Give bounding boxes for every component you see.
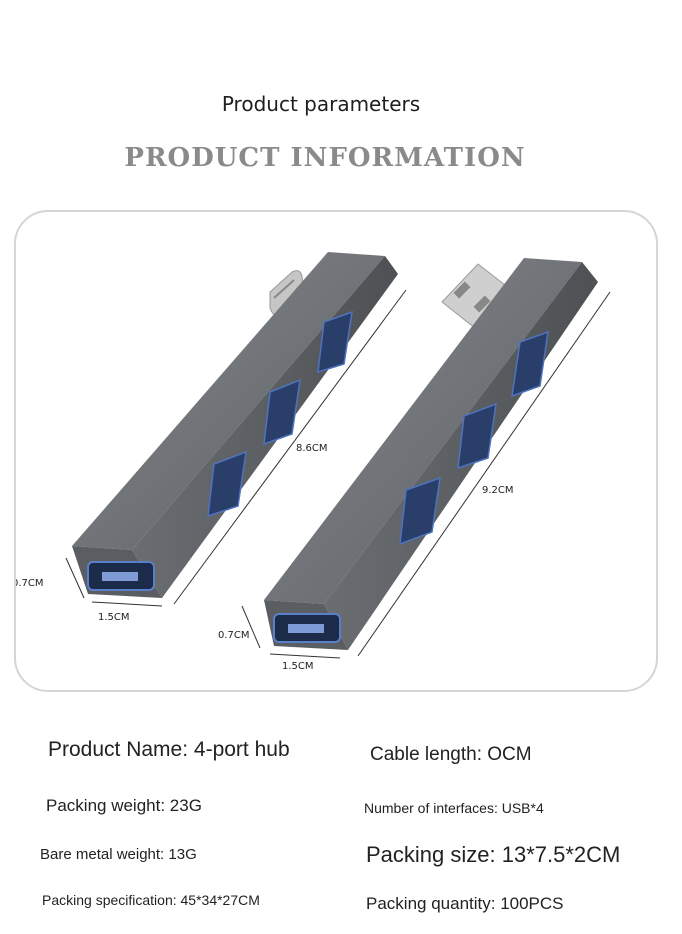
right-length-label: 9.2CM (482, 485, 514, 496)
product-illustration (65, 252, 611, 659)
spec-packing-quantity: Packing quantity: 100PCS (366, 894, 564, 913)
section-subtitle: Product parameters (221, 92, 421, 116)
spec-bare-weight: Bare metal weight: 13G (40, 846, 197, 863)
right-height-label: 0.7CM (218, 630, 250, 641)
left-hub (65, 252, 407, 607)
page-title: PRODUCT INFORMATION (124, 143, 526, 173)
spec-packing-size: Packing size: 13*7.5*2CM (366, 842, 621, 867)
spec-packing-weight: Packing weight: 23G (46, 796, 202, 815)
left-height-label: 0.7CM (14, 578, 44, 589)
left-width-label: 1.5CM (98, 612, 130, 623)
left-length-label: 8.6CM (296, 443, 328, 454)
spec-product-name: Product Name: 4-port hub (48, 738, 290, 761)
spec-cable-length: Cable length: OCM (370, 744, 532, 765)
spec-packing-spec: Packing specification: 45*34*27CM (42, 892, 260, 908)
right-hub (241, 258, 611, 659)
right-width-label: 1.5CM (282, 661, 314, 672)
spec-interfaces: Number of interfaces: USB*4 (364, 800, 544, 816)
product-image-card: 8.6CM 0.7CM 1.5CM 9.2CM 0.7CM 1.5CM (14, 210, 658, 692)
